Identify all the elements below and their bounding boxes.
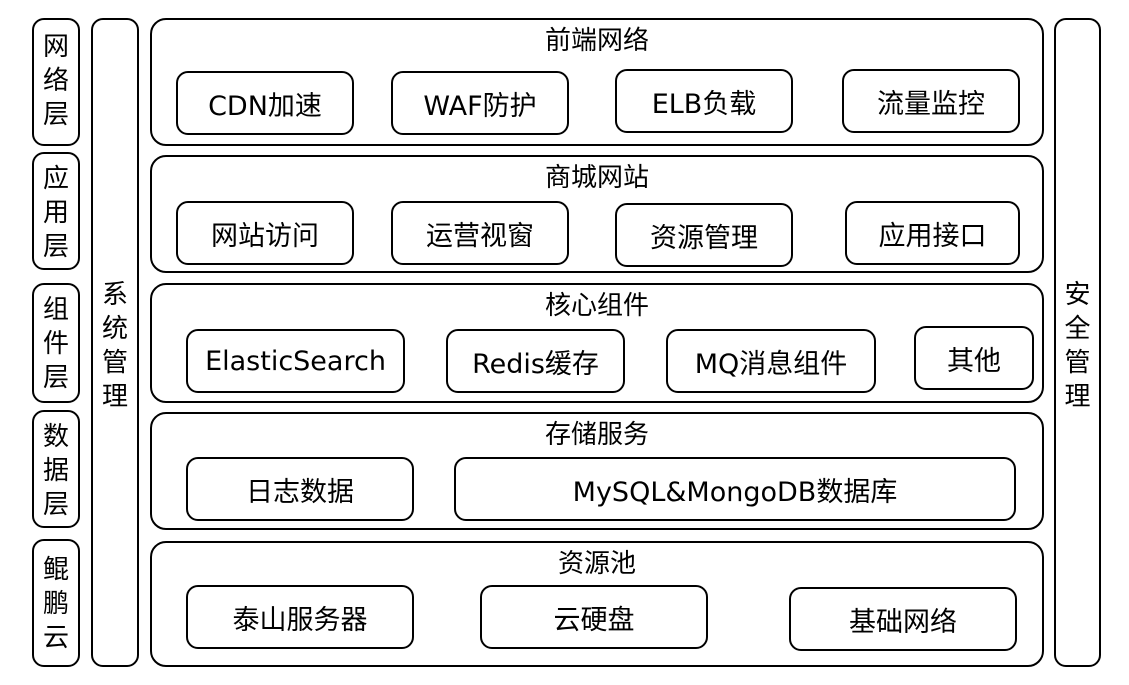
item-resource-management: 资源管理 <box>615 203 793 267</box>
vertical-char: 组 <box>42 295 69 325</box>
layer-box-network: 网络层 <box>32 18 80 146</box>
band-title-storage-services: 存储服务 <box>544 420 649 450</box>
vertical-char: 系 <box>101 280 128 310</box>
band-title-core-components: 核心组件 <box>544 291 649 321</box>
item-mq-message-component: MQ消息组件 <box>666 329 876 393</box>
item-traffic-monitoring: 流量监控 <box>842 69 1020 133</box>
item-log-data: 日志数据 <box>186 457 414 521</box>
band-title-frontend-network: 前端网络 <box>544 26 649 56</box>
item-operations-view: 运营视窗 <box>391 201 569 265</box>
vertical-char: 安 <box>1064 280 1091 310</box>
vertical-char: 网 <box>42 32 69 62</box>
item-application-interface: 应用接口 <box>845 201 1020 265</box>
vertical-char: 络 <box>42 66 69 96</box>
vertical-char: 用 <box>42 198 69 228</box>
item-elb-load: ELB负载 <box>615 69 793 133</box>
system-management-column: 系统管理 <box>91 18 139 667</box>
vertical-char: 全 <box>1064 314 1091 344</box>
item-waf-protection: WAF防护 <box>391 71 569 135</box>
security-management-label: 安全管理 <box>1056 278 1099 414</box>
layer-box-application: 应用层 <box>32 152 80 270</box>
layer-box-component: 组件层 <box>32 283 80 403</box>
vertical-char: 理 <box>1064 382 1091 412</box>
item-mysql-mongodb-database: MySQL&MongoDB数据库 <box>454 457 1016 521</box>
vertical-char: 鲲 <box>42 555 69 585</box>
layer-box-data: 数据层 <box>32 410 80 528</box>
item-cloud-disk: 云硬盘 <box>480 585 708 649</box>
vertical-char: 鹏 <box>42 589 69 619</box>
vertical-char: 云 <box>42 623 69 653</box>
band-title-mall-website: 商城网站 <box>544 163 649 193</box>
layer-label-kunpeng-cloud: 鲲鹏云 <box>34 553 78 655</box>
layer-label-component: 组件层 <box>34 293 78 395</box>
item-basic-network: 基础网络 <box>789 587 1017 651</box>
vertical-char: 层 <box>42 490 69 520</box>
band-title-resource-pool: 资源池 <box>557 549 636 579</box>
item-cdn-acceleration: CDN加速 <box>176 71 354 135</box>
vertical-char: 件 <box>42 329 69 359</box>
item-redis-cache: Redis缓存 <box>446 329 625 393</box>
vertical-char: 层 <box>42 232 69 262</box>
vertical-char: 层 <box>42 363 69 393</box>
item-elasticsearch: ElasticSearch <box>186 329 405 393</box>
layer-label-application: 应用层 <box>34 162 78 264</box>
security-management-column: 安全管理 <box>1054 18 1101 667</box>
system-management-label: 系统管理 <box>93 278 137 414</box>
item-others: 其他 <box>914 326 1034 390</box>
item-taishan-server: 泰山服务器 <box>186 585 414 649</box>
vertical-char: 理 <box>101 382 128 412</box>
vertical-char: 管 <box>101 348 128 378</box>
item-website-access: 网站访问 <box>176 201 354 265</box>
layer-box-kunpeng-cloud: 鲲鹏云 <box>32 539 80 667</box>
layer-label-network: 网络层 <box>34 30 78 132</box>
vertical-char: 统 <box>101 314 128 344</box>
vertical-char: 应 <box>42 164 69 194</box>
layer-label-data: 数据层 <box>34 420 78 522</box>
vertical-char: 管 <box>1064 348 1091 378</box>
vertical-char: 数 <box>42 422 69 452</box>
vertical-char: 层 <box>42 100 69 130</box>
vertical-char: 据 <box>42 456 69 486</box>
